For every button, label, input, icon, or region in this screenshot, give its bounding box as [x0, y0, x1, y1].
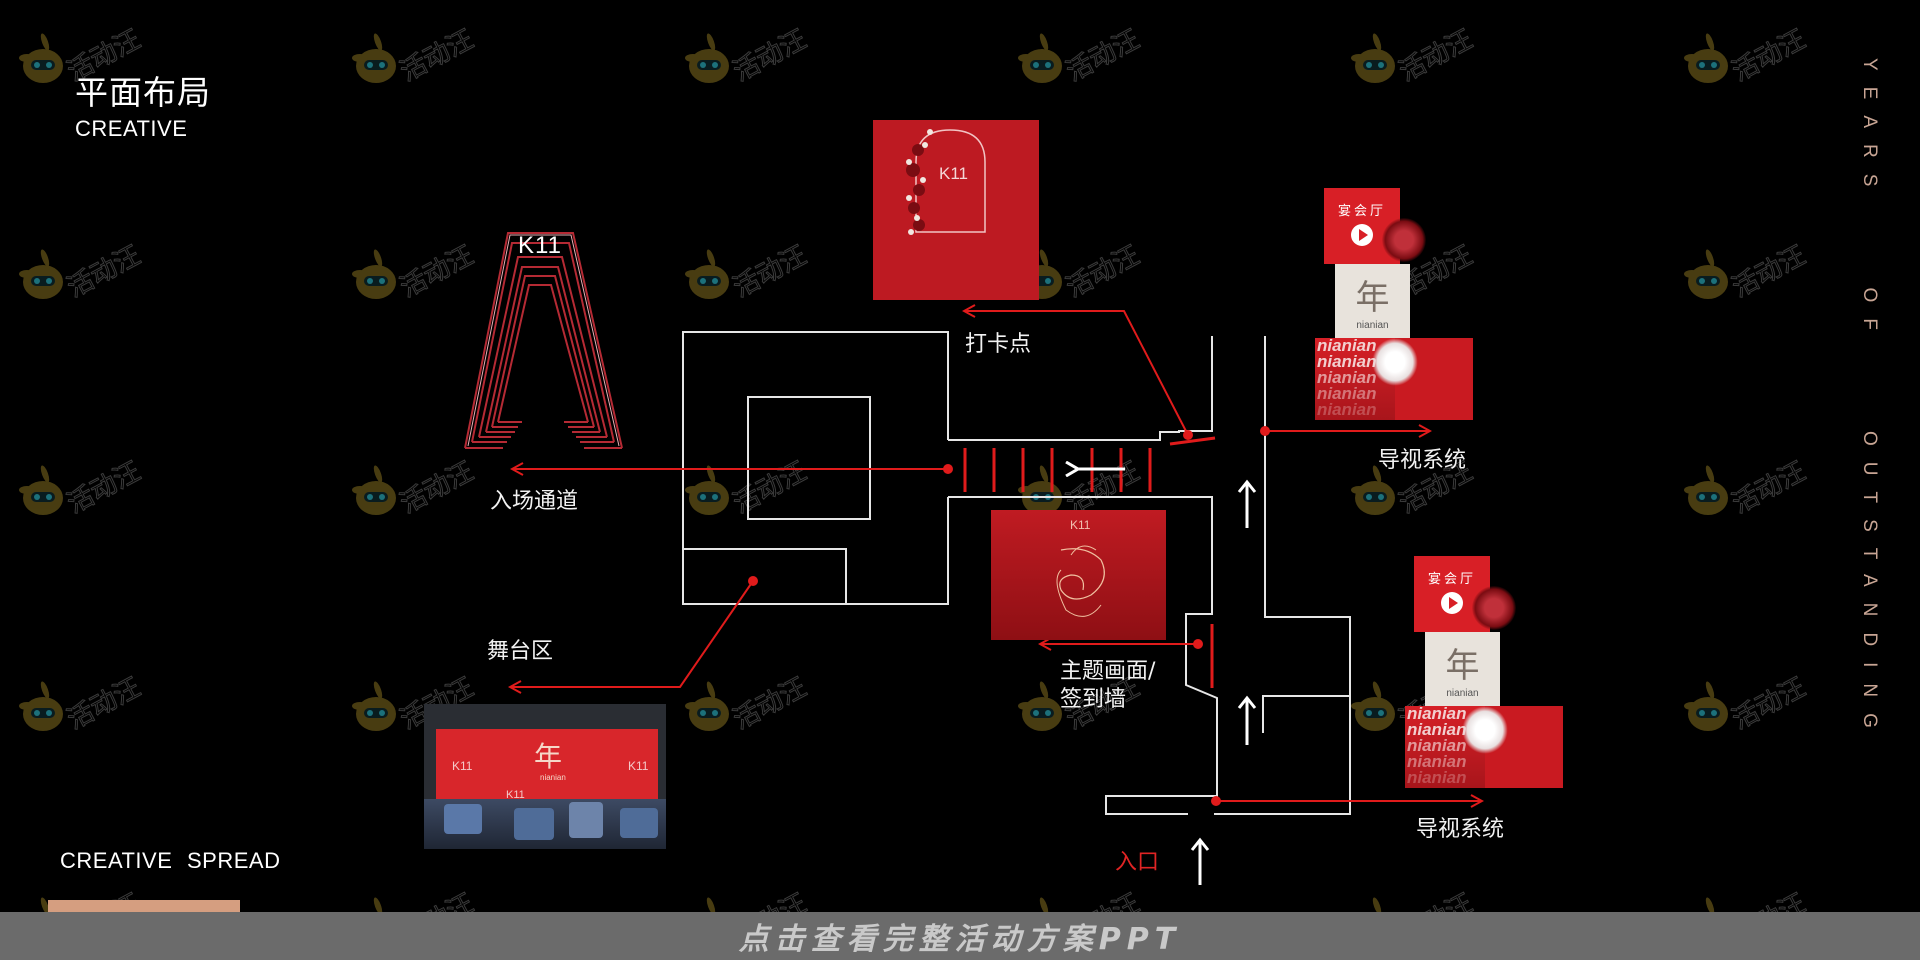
arch-icon — [906, 129, 986, 235]
leader-stage — [510, 580, 754, 687]
dragon-icon — [1056, 545, 1105, 617]
label-stage-area: 舞台区 — [487, 639, 554, 664]
label-entrance: 入口 — [1115, 850, 1160, 875]
peach-accent-block — [48, 900, 240, 914]
tunnel-illustration — [464, 232, 623, 449]
play-icon — [1351, 224, 1373, 246]
flow-arrow-up-icon — [1237, 479, 1257, 528]
checkin-logo: K11 — [939, 164, 968, 183]
view-full-ppt-banner[interactable]: 点击查看完整活动方案PPT — [0, 912, 1920, 960]
flower-icon — [1472, 586, 1516, 630]
entrance-arrow-up-icon — [1190, 837, 1210, 885]
theme-wall-image: K11 — [991, 510, 1166, 640]
label-wayfinding-top: 导视系统 — [1378, 448, 1467, 473]
theme-logo: K11 — [1070, 518, 1091, 532]
label-wayfinding-bottom: 导视系统 — [1416, 817, 1505, 842]
stage-backdrop: K11 K11 年 nianian K11 — [436, 729, 658, 801]
vertical-tagline: YEARS OF OUTSTANDING — [1859, 58, 1880, 744]
leader-checkin — [964, 311, 1189, 436]
label-checkin-point: 打卡点 — [965, 332, 1032, 357]
flower-icon — [1382, 218, 1426, 262]
sign-box-white: 年 nianian — [1335, 264, 1410, 339]
flower-icon — [1372, 338, 1418, 386]
flower-icon — [1462, 706, 1508, 754]
creative-spread-caption: CREATIVE SPREAD — [60, 848, 281, 873]
label-entrance-corridor: 入场通道 — [490, 489, 579, 514]
checkin-bar — [1169, 436, 1216, 446]
banner-text[interactable]: 点击查看完整活动方案PPT — [738, 922, 1182, 957]
label-theme-wall: 主题画面/ 签到墙 — [1060, 659, 1156, 712]
sign-title: 宴会厅 — [1337, 204, 1386, 219]
walls — [682, 331, 1351, 815]
play-icon — [1441, 592, 1463, 614]
checkin-point-image: K11 — [873, 120, 1039, 300]
page-subtitle: CREATIVE — [75, 116, 188, 141]
sign-box-white: 年 nianian — [1425, 632, 1500, 707]
tunnel-logo: K11 — [518, 232, 562, 259]
anchor-dots — [748, 426, 1270, 806]
stage-area-image: K11 K11 年 nianian K11 — [424, 704, 666, 849]
sign-title: 宴会厅 — [1427, 572, 1476, 587]
flow-arrow-up-icon — [1237, 695, 1257, 745]
page-title: 平面布局 — [75, 73, 211, 112]
